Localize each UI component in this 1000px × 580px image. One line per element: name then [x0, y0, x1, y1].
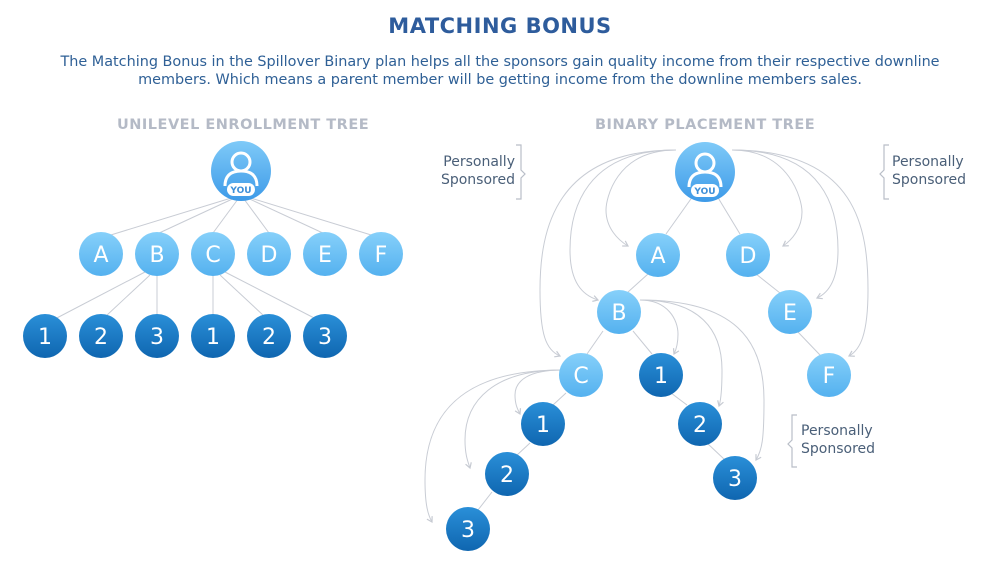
- svg-text:F: F: [375, 243, 388, 268]
- svg-text:A: A: [93, 243, 108, 268]
- svg-text:E: E: [318, 243, 332, 268]
- arrow-c-to-c2: [464, 369, 563, 470]
- unilevel-node-b: B: [135, 232, 179, 276]
- binary-node-f: F: [807, 353, 851, 397]
- svg-text:D: D: [261, 243, 278, 268]
- arrow-you-to-d: [731, 149, 803, 247]
- description-line-2: members. Which means a parent member wil…: [138, 72, 862, 88]
- annotation-line-1: Personally: [443, 154, 515, 170]
- unilevel-node-c2: 2: [247, 314, 291, 358]
- arrow-you-to-b: [569, 149, 677, 302]
- svg-text:2: 2: [693, 413, 707, 438]
- svg-text:2: 2: [94, 325, 108, 350]
- svg-text:2: 2: [500, 463, 514, 488]
- binary-node-c: C: [559, 353, 603, 397]
- sponsorship-arrows: [424, 149, 869, 524]
- unilevel-you-node: YOU: [211, 141, 271, 201]
- arrow-you-to-f: [731, 149, 869, 357]
- annotation-line-2: Sponsored: [892, 172, 967, 188]
- arrow-you-to-a: [605, 149, 677, 247]
- svg-text:3: 3: [728, 467, 742, 492]
- svg-text:B: B: [611, 301, 626, 326]
- annotation-line-2: Sponsored: [440, 172, 515, 188]
- svg-text:2: 2: [262, 325, 276, 350]
- user-icon: [687, 152, 723, 188]
- you-label: YOU: [229, 186, 251, 196]
- svg-text:C: C: [205, 243, 220, 268]
- svg-text:1: 1: [536, 413, 550, 438]
- binary-node-d: D: [726, 233, 770, 277]
- binary-tree-connectors: [477, 195, 821, 511]
- description-line-1: The Matching Bonus in the Spillover Bina…: [60, 54, 940, 70]
- svg-text:3: 3: [461, 518, 475, 543]
- bracket-bottom: [787, 414, 797, 468]
- binary-node-b2: 2: [678, 402, 722, 446]
- unilevel-node-a: A: [79, 232, 123, 276]
- svg-text:A: A: [650, 244, 665, 269]
- annotation-line-2: Sponsored: [801, 441, 876, 457]
- svg-text:1: 1: [38, 325, 52, 350]
- description: The Matching Bonus in the Spillover Bina…: [30, 53, 970, 89]
- binary-node-a: A: [636, 233, 680, 277]
- svg-text:3: 3: [318, 325, 332, 350]
- arrow-you-to-c: [539, 149, 677, 358]
- unilevel-connectors: [52, 194, 382, 321]
- svg-text:3: 3: [150, 325, 164, 350]
- svg-text:B: B: [149, 243, 164, 268]
- bracket-right: [879, 144, 889, 200]
- annotation-line-1: Personally: [892, 154, 964, 170]
- you-label: YOU: [693, 187, 715, 197]
- unilevel-node-c: C: [191, 232, 235, 276]
- svg-text:1: 1: [206, 325, 220, 350]
- unilevel-tree-title: UNILEVEL ENROLLMENT TREE: [117, 117, 370, 133]
- arrow-c-to-c1: [514, 369, 563, 416]
- unilevel-node-d: D: [247, 232, 291, 276]
- personally-sponsored-label-bottom: Personally Sponsored: [801, 422, 901, 458]
- personally-sponsored-label-left: Personally Sponsored: [420, 153, 515, 189]
- unilevel-node-f: F: [359, 232, 403, 276]
- page-title: MATCHING BONUS: [388, 14, 612, 38]
- bracket-left: [516, 144, 526, 200]
- unilevel-node-b3: 3: [135, 314, 179, 358]
- annotation-brackets: [516, 144, 889, 468]
- svg-text:F: F: [823, 364, 836, 389]
- unilevel-node-b2: 2: [79, 314, 123, 358]
- binary-node-b: B: [597, 290, 641, 334]
- unilevel-level2: 1 2 3 1 2 3: [23, 314, 347, 358]
- binary-node-c1: 1: [521, 402, 565, 446]
- unilevel-node-b1: 1: [23, 314, 67, 358]
- binary-node-b3: 3: [713, 456, 757, 500]
- svg-text:E: E: [783, 301, 797, 326]
- personally-sponsored-label-right: Personally Sponsored: [892, 153, 992, 189]
- arrow-you-to-e: [731, 149, 839, 300]
- arrow-b-to-b1: [639, 299, 680, 356]
- svg-text:1: 1: [654, 364, 668, 389]
- unilevel-node-c1: 1: [191, 314, 235, 358]
- unilevel-level1: A B C D E F: [79, 232, 403, 276]
- annotation-line-1: Personally: [801, 423, 873, 439]
- arrow-b-to-b3: [639, 299, 765, 462]
- svg-text:C: C: [573, 364, 588, 389]
- user-icon: [223, 151, 259, 187]
- binary-you-node: YOU: [675, 142, 735, 202]
- binary-tree-title: BINARY PLACEMENT TREE: [595, 117, 816, 133]
- unilevel-node-e: E: [303, 232, 347, 276]
- svg-text:D: D: [740, 244, 757, 269]
- binary-node-c3: 3: [446, 507, 490, 551]
- unilevel-node-c3: 3: [303, 314, 347, 358]
- binary-node-c2: 2: [485, 452, 529, 496]
- binary-node-e: E: [768, 290, 812, 334]
- binary-nodes: A D B E C F 1 1 2 2 3 3: [446, 233, 851, 551]
- arrow-b-to-b2: [639, 299, 724, 408]
- arrow-c-to-c3: [424, 369, 563, 524]
- binary-node-b1: 1: [639, 353, 683, 397]
